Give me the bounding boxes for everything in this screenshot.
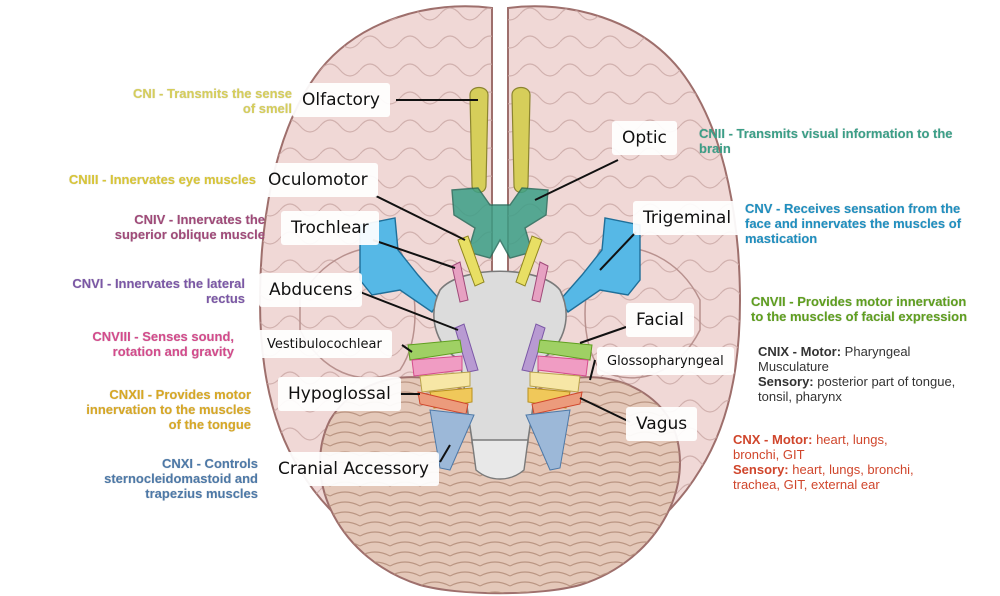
desc-cn8: CNVIII - Senses sound,rotation and gravi… <box>92 329 234 359</box>
facial-right <box>537 339 593 361</box>
label-hypoglossal: Hypoglossal <box>278 377 401 411</box>
medulla <box>471 439 529 480</box>
label-oculomotor: Oculomotor <box>258 163 378 197</box>
glossopharyngeal-right <box>529 371 581 393</box>
label-vagus: Vagus <box>626 407 698 441</box>
trochlear-left <box>451 261 469 303</box>
desc-cn10: CNX - Motor: heart, lungs, bronchi, GIT … <box>733 432 914 492</box>
abducens-right <box>521 323 546 373</box>
cn10-sensory-label: Sensory: <box>733 462 789 477</box>
label-trigeminal: Trigeminal <box>633 201 742 235</box>
olfactory-bulb-right <box>511 86 531 194</box>
cn9-motor-label: CNIX - Motor: <box>758 344 842 359</box>
vestibulocochlear-left <box>411 355 463 377</box>
vestibulocochlear-right <box>537 355 589 377</box>
leader-lines <box>359 99 637 463</box>
label-trochlear: Trochlear <box>281 211 379 245</box>
cn10-motor-label: CNX - Motor: <box>733 432 813 447</box>
label-glossopharyngeal: Glossopharyngeal <box>597 347 734 375</box>
desc-cn9: CNIX - Motor: Pharyngeal Musculature Sen… <box>758 344 956 404</box>
desc-cn3: CNIII - Innervates eye muscles <box>68 172 256 187</box>
facial-left <box>407 339 463 361</box>
label-vestibulocochlear: Vestibulocochlear <box>257 330 392 358</box>
label-abducens: Abducens <box>259 273 363 307</box>
label-facial: Facial <box>626 303 694 337</box>
label-cranial-accessory: Cranial Accessory <box>268 452 439 486</box>
olfactory-bulb-left <box>469 86 489 194</box>
accessory-right <box>525 409 571 471</box>
label-optic: Optic <box>612 121 677 155</box>
trochlear-right <box>531 261 549 303</box>
label-olfactory: Olfactory <box>292 83 390 117</box>
glossopharyngeal-left <box>419 371 471 393</box>
abducens-left <box>454 323 479 373</box>
oculomotor-left <box>457 235 485 287</box>
desc-cn2: CNII - Transmits visual information to t… <box>699 126 953 156</box>
optic-chiasm <box>451 187 549 259</box>
oculomotor-right <box>515 235 543 287</box>
accessory-left <box>429 409 475 471</box>
cn9-sensory-label: Sensory: <box>758 374 814 389</box>
